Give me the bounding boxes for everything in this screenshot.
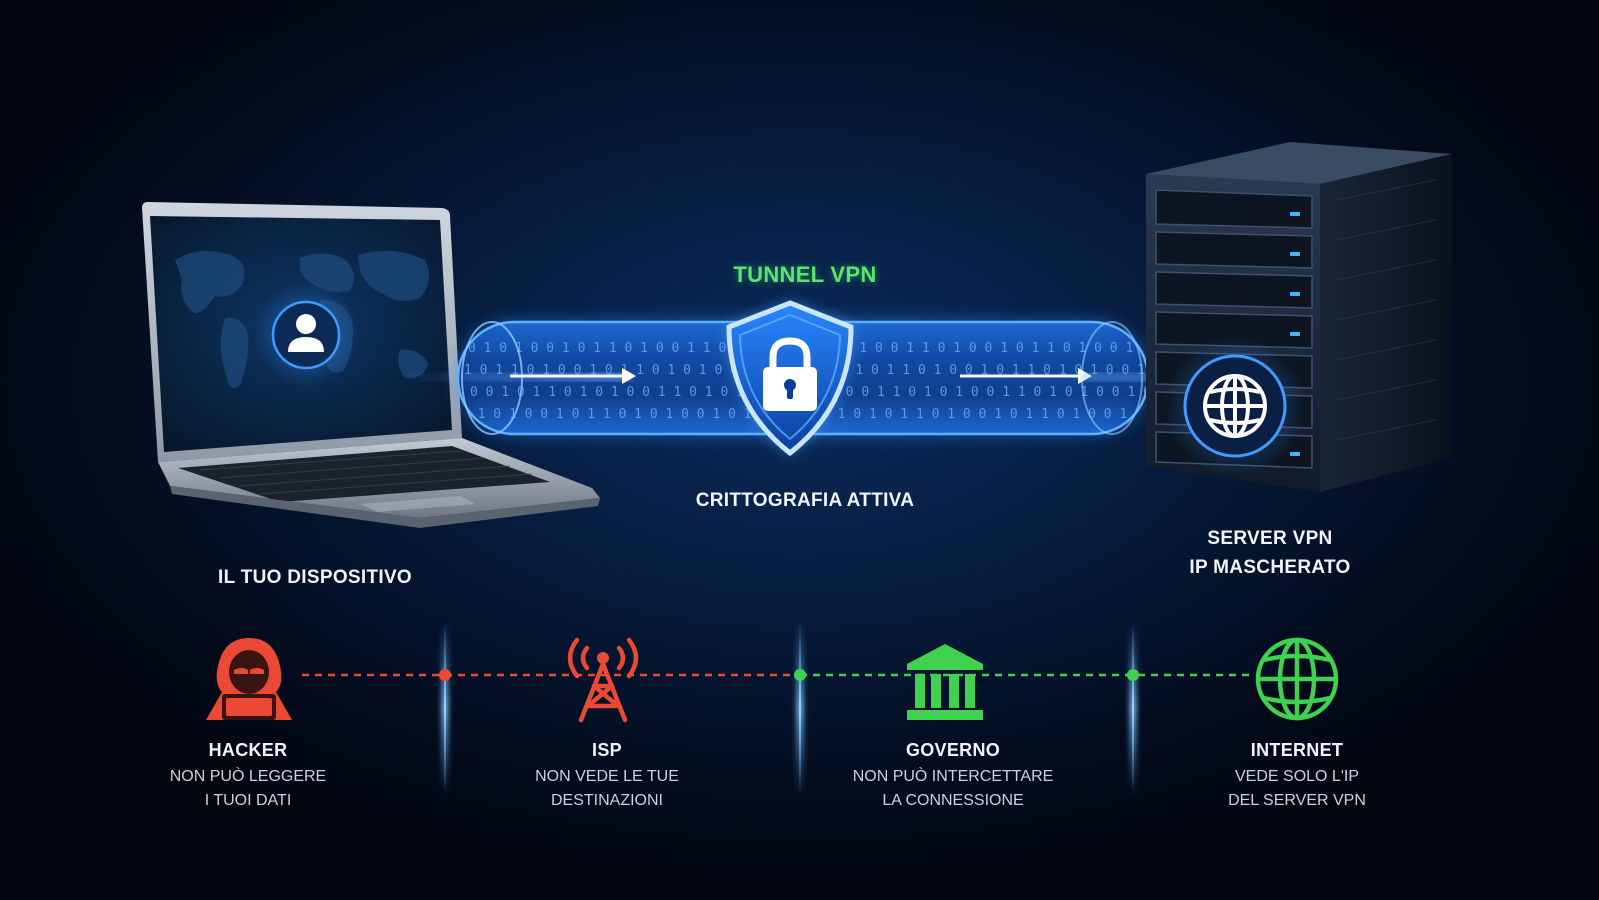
- government-building-icon: [907, 644, 983, 720]
- hacker-icon: [206, 638, 292, 720]
- laptop-illustration: [142, 202, 600, 528]
- threat-desc-line1: NON PUÒ LEGGERE: [169, 768, 327, 785]
- threat-desc-line2: DEL SERVER VPN: [1228, 792, 1366, 809]
- threat-desc-line2: I TUOI DATI: [204, 792, 292, 809]
- threat-government: GOVERNO NON PUÒ INTERCETTARE LA CONNESSI…: [838, 740, 1068, 813]
- threat-desc-line1: NON PUÒ INTERCETTARE: [852, 768, 1054, 785]
- lock-icon: [763, 337, 817, 411]
- threat-connection-line: [302, 622, 1250, 794]
- threat-name: GOVERNO: [905, 740, 1001, 760]
- junction-dot: [439, 669, 451, 681]
- globe-icon: [1203, 374, 1267, 438]
- threat-isp: ISP NON VEDE LE TUE DESTINAZIONI: [492, 740, 722, 813]
- threat-name: HACKER: [208, 740, 288, 760]
- threat-desc-line2: LA CONNESSIONE: [882, 792, 1024, 809]
- separator-bar: [442, 622, 448, 794]
- device-label: IL TUO DISPOSITIVO: [217, 567, 413, 588]
- separator-bar: [1130, 622, 1136, 794]
- threat-name: ISP: [592, 740, 622, 760]
- server-rack-illustration: [1146, 142, 1452, 492]
- tunnel-title: TUNNEL VPN: [733, 262, 877, 287]
- threat-internet: INTERNET VEDE SOLO L'IP DEL SERVER VPN: [1182, 740, 1412, 813]
- junction-dot: [1127, 669, 1139, 681]
- threat-hacker: HACKER NON PUÒ LEGGERE I TUOI DATI: [133, 740, 363, 813]
- arrow-right-icon: [510, 368, 636, 384]
- internet-globe-icon: [1255, 637, 1339, 721]
- shield-lock-icon: [726, 300, 854, 457]
- server-label-line2: IP MASCHERATO: [1189, 557, 1351, 578]
- cell-tower-icon: [567, 637, 639, 723]
- encryption-caption: CRITTOGRAFIA ATTIVA: [695, 490, 915, 511]
- threat-desc-line1: NON VEDE LE TUE: [535, 768, 679, 785]
- server-label: SERVER VPN IP MASCHERATO: [1145, 524, 1395, 582]
- threat-desc-line2: DESTINAZIONI: [550, 792, 663, 809]
- threat-name: INTERNET: [1250, 740, 1344, 760]
- separator-bar: [797, 622, 803, 794]
- threat-desc-line1: VEDE SOLO L'IP: [1235, 768, 1359, 785]
- server-label-line1: SERVER VPN: [1207, 528, 1333, 549]
- laptop-trackpad: [360, 496, 475, 512]
- junction-dot: [794, 669, 806, 681]
- user-icon: [288, 314, 324, 352]
